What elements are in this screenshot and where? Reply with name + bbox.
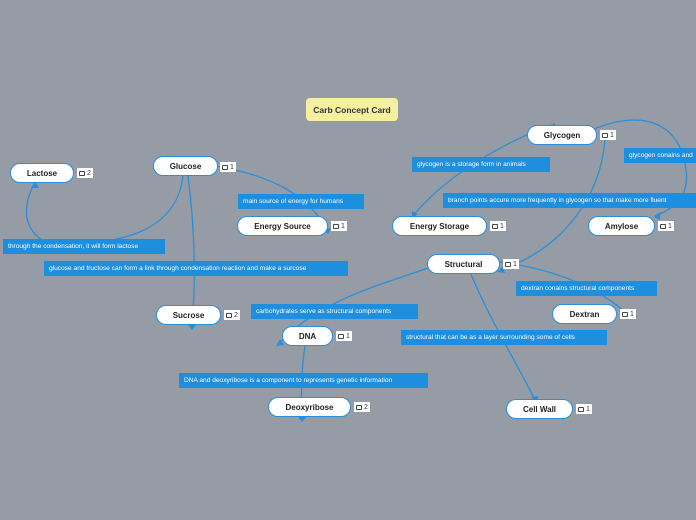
relationship-label-condensation-lactose[interactable]: through the condensation, it will form l… <box>3 239 165 254</box>
comment-count: 1 <box>500 222 504 230</box>
comment-count: 1 <box>630 310 634 318</box>
comment-count-lactose[interactable]: 2 <box>77 168 93 178</box>
relationship-label-dextran[interactable]: dextran conains structural components <box>516 281 657 296</box>
comment-count: 1 <box>341 222 345 230</box>
comment-count: 1 <box>610 131 614 139</box>
comment-icon <box>79 170 85 176</box>
comment-count: 1 <box>668 222 672 230</box>
arrowhead-dna <box>276 339 284 346</box>
comment-count: 1 <box>346 332 350 340</box>
relationship-label-carb-structural[interactable]: carbohydrates serve as structural compon… <box>251 304 418 319</box>
node-dna[interactable]: DNA <box>282 326 333 346</box>
arrowhead-amylose <box>654 212 660 220</box>
relationship-label-dna-deoxyribose[interactable]: DNA and deoxyribose is a component to re… <box>179 373 428 388</box>
comment-count-structural[interactable]: 1 <box>503 259 519 269</box>
comment-icon <box>578 406 584 412</box>
comment-count-energy-storage[interactable]: 1 <box>490 221 506 231</box>
map-title[interactable]: Carb Concept Card <box>306 98 398 121</box>
node-energy-storage[interactable]: Energy Storage <box>392 216 487 236</box>
node-glucose[interactable]: Glucose <box>153 156 218 176</box>
comment-count-glucose[interactable]: 1 <box>220 162 236 172</box>
arrowhead-deoxyribose <box>298 417 306 422</box>
comment-count-glycogen[interactable]: 1 <box>600 130 616 140</box>
comment-icon <box>333 223 339 229</box>
node-cell-wall[interactable]: Cell Wall <box>506 399 573 419</box>
node-lactose[interactable]: Lactose <box>10 163 74 183</box>
comment-count: 2 <box>234 311 238 319</box>
comment-icon <box>660 223 666 229</box>
comment-count: 2 <box>87 169 91 177</box>
node-glycogen[interactable]: Glycogen <box>527 125 597 145</box>
comment-count-deoxyribose[interactable]: 2 <box>354 402 370 412</box>
comment-count-amylose[interactable]: 1 <box>658 221 674 231</box>
comment-count-energy-source[interactable]: 1 <box>331 221 347 231</box>
relationship-label-sucrose[interactable]: glucose and fructose can form a link thr… <box>44 261 348 276</box>
comment-count: 1 <box>586 405 590 413</box>
comment-count-dextran[interactable]: 1 <box>620 309 636 319</box>
relationship-label-cell-wall[interactable]: structural that can be as a layer surrou… <box>401 330 607 345</box>
comment-icon <box>492 223 498 229</box>
comment-icon <box>226 312 232 318</box>
relationship-label-energy-humans[interactable]: main source of energy for humans <box>238 194 364 209</box>
node-deoxyribose[interactable]: Deoxyribose <box>268 397 351 417</box>
arrowhead-sucrose <box>188 325 196 330</box>
node-dextran[interactable]: Dextran <box>552 304 617 324</box>
comment-icon <box>338 333 344 339</box>
comment-icon <box>622 311 628 317</box>
comment-count: 2 <box>364 403 368 411</box>
node-amylose[interactable]: Amylose <box>588 216 655 236</box>
comment-icon <box>222 164 228 170</box>
comment-count: 1 <box>513 260 517 268</box>
node-structural[interactable]: Structural <box>427 254 500 274</box>
comment-count-cell-wall[interactable]: 1 <box>576 404 592 414</box>
node-energy-source[interactable]: Energy Source <box>237 216 328 236</box>
comment-count-sucrose[interactable]: 2 <box>224 310 240 320</box>
comment-icon <box>505 261 511 267</box>
comment-icon <box>356 404 362 410</box>
comment-count-dna[interactable]: 1 <box>336 331 352 341</box>
relationship-label-glycogen-storage[interactable]: glycogen is a storage form in animals <box>412 157 550 172</box>
link-glucose-lactose <box>25 174 184 244</box>
comment-icon <box>602 132 608 138</box>
arrowhead-lactose <box>31 181 39 188</box>
node-sucrose[interactable]: Sucrose <box>156 305 221 325</box>
comment-count: 1 <box>230 163 234 171</box>
link-glycogen-structural <box>499 139 606 271</box>
relationship-label-glycogen-amylose[interactable]: glycogen conains and <box>624 148 696 163</box>
relationship-label-branch-points[interactable]: branch points accure more frequently in … <box>443 193 696 208</box>
